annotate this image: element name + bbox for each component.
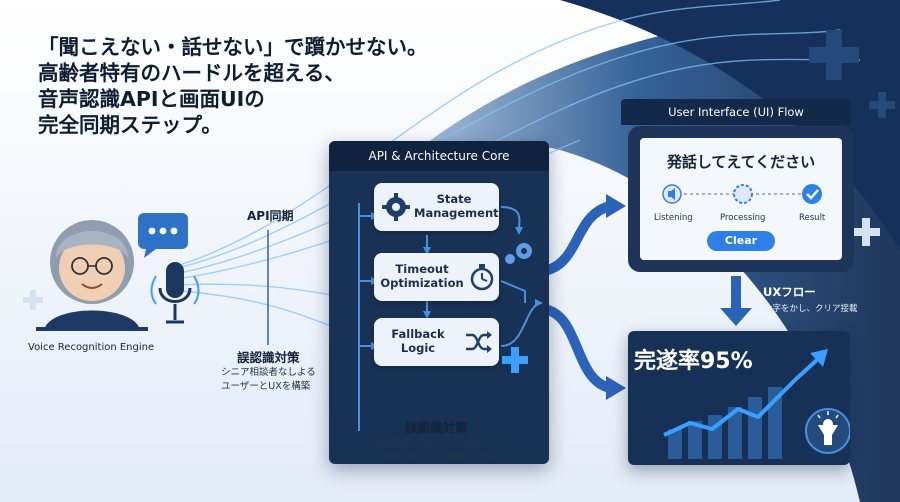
speech-bubble-icon xyxy=(138,213,188,258)
progress-steps xyxy=(662,184,822,204)
headline: 「聞こえない・話せない」で躓かせない。 高齢者特有のハードルを超える、 音声認識… xyxy=(38,34,438,138)
fallback-logic-card: Fallback Logic xyxy=(374,318,499,366)
fallback-logic-label: Fallback Logic xyxy=(391,327,445,355)
api-sync-label: API同期 xyxy=(247,209,294,223)
ux-flow-title: UXフロー xyxy=(763,285,816,299)
speak-prompt: 発話してえてください xyxy=(666,153,816,171)
success-person-icon xyxy=(805,408,850,454)
ux-flow-note: 大字をかし、クリア接載 xyxy=(764,304,858,314)
step-processing: Processing xyxy=(720,213,766,223)
step-listening: Listening xyxy=(654,213,693,223)
tablet-frame: 発話してえてください Listening Processing Result C… xyxy=(628,126,854,272)
error-countermeasure-line-1: シニア相談者なしよる xyxy=(221,367,316,378)
core-note-title: 誤認識対策 xyxy=(405,420,468,435)
headline-line-4: 完全同期ステップ。 xyxy=(38,113,222,137)
state-management-label: State Management xyxy=(414,192,499,220)
engine-label: Voice Recognition Engine xyxy=(28,342,155,353)
step-result: Result xyxy=(799,213,826,223)
clear-button[interactable]: Clear xyxy=(707,231,775,251)
senior-person-illustration xyxy=(36,220,148,331)
growth-chart-graphic xyxy=(663,349,850,459)
timeout-optimization-label: Timeout Optimization xyxy=(380,262,464,290)
headline-line-2: 高齢者特有のハードルを超える、 xyxy=(38,61,345,85)
plus-icon xyxy=(502,347,528,373)
tablet-screen: 発話してえてください Listening Processing Result C… xyxy=(640,138,842,260)
state-management-card: State Management xyxy=(374,183,499,231)
gears-icon xyxy=(505,243,532,264)
headline-line-3: 音声認識APIと画面UIの xyxy=(38,87,265,111)
microphone-icon xyxy=(150,262,200,324)
timeout-optimization-card: Timeout Optimization xyxy=(374,253,499,301)
architecture-core-panel: API & Architecture Core State Management xyxy=(329,141,549,464)
core-flow-lines xyxy=(358,203,543,431)
stopwatch-icon xyxy=(470,264,494,291)
error-countermeasure-line-2: ユーザーとUXを構築 xyxy=(221,381,311,392)
gear-icon xyxy=(382,193,410,221)
completion-rate-panel: 完遂率95% xyxy=(628,331,850,465)
core-note-line-1: 誤認識策で含された状態による xyxy=(376,438,509,449)
headline-line-1: 「聞こえない・話せない」で躓かせない。 xyxy=(38,35,428,59)
completion-rate-text: 完遂率95% xyxy=(634,349,753,374)
error-countermeasure-title: 誤認識対策 xyxy=(237,350,300,365)
architecture-core-title: API & Architecture Core xyxy=(329,141,549,171)
shuffle-icon xyxy=(466,331,492,353)
ui-flow-title: User Interface (UI) Flow xyxy=(621,99,851,125)
core-note-line-2: 発話や新企での相談を誘導 xyxy=(381,452,496,463)
